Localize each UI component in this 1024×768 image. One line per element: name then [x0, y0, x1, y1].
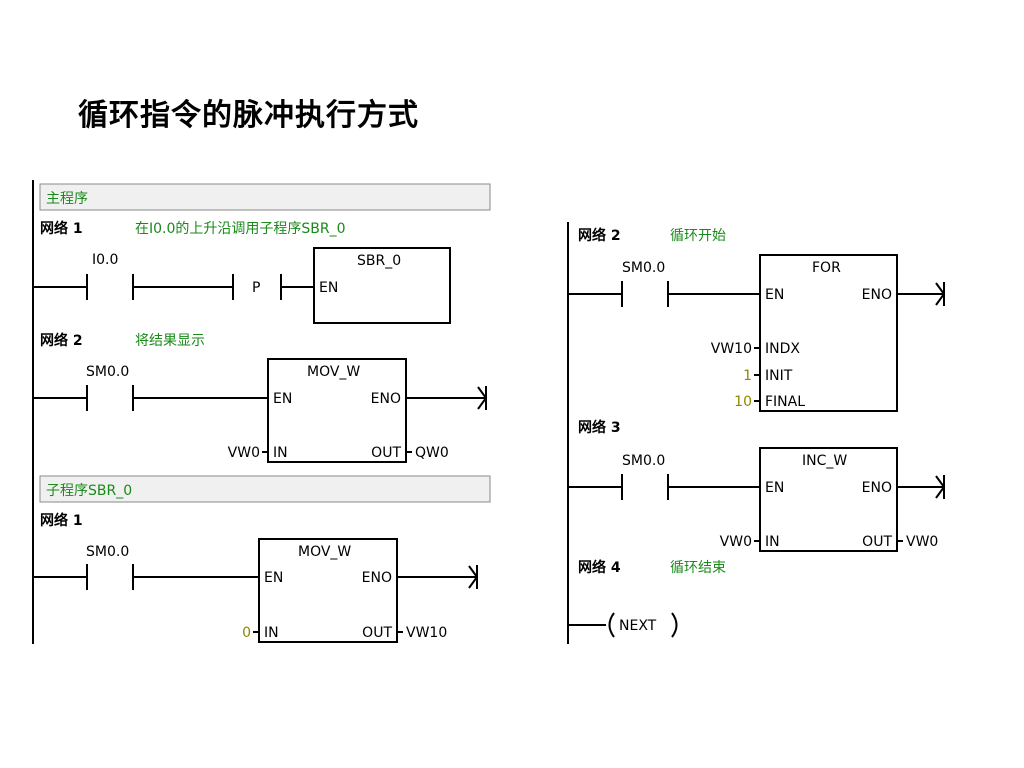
inc-w-in-value: VW0 — [720, 534, 752, 550]
main-network1-label: 网络 1 — [40, 220, 83, 237]
sub-mov-w-box[interactable] — [258, 538, 398, 643]
right-network3-rung — [568, 474, 946, 542]
for-init-value: 1 — [743, 368, 752, 384]
sbr0-en-label: EN — [319, 280, 338, 296]
sub-network1-contact-label: SM0.0 — [86, 544, 129, 560]
for-init: INIT — [765, 368, 793, 384]
main-network1-contact-label: I0.0 — [92, 252, 118, 268]
right-network4-label: 网络 4 — [578, 559, 621, 576]
sub-network1-label: 网络 1 — [40, 512, 83, 529]
for-en: EN — [765, 287, 784, 303]
main-network2-rung — [33, 385, 488, 453]
sub-mov-w-out: OUT — [362, 625, 392, 641]
sbr0-call-box[interactable] — [313, 247, 451, 324]
sub-mov-w-eno: ENO — [362, 570, 392, 586]
main-mov-w-out-value: QW0 — [415, 445, 449, 461]
sub-mov-w-in-value: 0 — [242, 625, 251, 641]
main-network1-rung — [33, 274, 314, 300]
main-network1-edge-label: P — [252, 280, 260, 296]
inc-w-out-value: VW0 — [906, 534, 938, 550]
inc-w-out: OUT — [862, 534, 892, 550]
sub-mov-w-out-value: VW10 — [406, 625, 447, 641]
next-coil-label: NEXT — [619, 618, 657, 634]
right-network4-comment: 循环结束 — [670, 560, 726, 576]
main-network1-comment: 在I0.0的上升沿调用子程序SBR_0 — [135, 221, 346, 237]
for-box-title: FOR — [812, 260, 841, 276]
main-mov-w-box[interactable] — [267, 358, 407, 463]
right-network2-contact-label: SM0.0 — [622, 260, 665, 276]
sbr0-box-title: SBR_0 — [357, 253, 401, 269]
main-mov-w-en: EN — [273, 391, 292, 407]
subroutine-header: 子程序SBR_0 — [46, 483, 132, 499]
main-network2-contact-label: SM0.0 — [86, 364, 129, 380]
inc-w-eno: ENO — [862, 480, 892, 496]
right-network3-contact-label: SM0.0 — [622, 453, 665, 469]
sub-mov-w-title: MOV_W — [298, 544, 351, 560]
slide-title: 循环指令的脉冲执行方式 — [78, 98, 419, 133]
for-eno: ENO — [862, 287, 892, 303]
inc-w-title: INC_W — [802, 453, 847, 469]
for-indx: INDX — [765, 341, 800, 357]
main-program-header: 主程序 — [46, 191, 88, 207]
main-mov-w-title: MOV_W — [307, 364, 360, 380]
right-network3-label: 网络 3 — [578, 419, 621, 436]
right-network2-comment: 循环开始 — [670, 228, 726, 244]
main-mov-w-out: OUT — [371, 445, 401, 461]
main-mov-w-in: IN — [273, 445, 288, 461]
sub-mov-w-in: IN — [264, 625, 279, 641]
sub-mov-w-en: EN — [264, 570, 283, 586]
sub-network1-rung — [33, 564, 479, 633]
main-mov-w-in-value: VW0 — [228, 445, 260, 461]
for-final-value: 10 — [734, 394, 752, 410]
main-network2-label: 网络 2 — [40, 332, 83, 349]
for-final: FINAL — [765, 394, 805, 410]
main-network2-comment: 将结果显示 — [135, 333, 205, 349]
for-box[interactable] — [759, 254, 898, 412]
right-panel: 网络 2 循环开始 SM0.0 FOR EN ENO INDX INIT FIN… — [567, 222, 946, 644]
for-indx-value: VW10 — [711, 341, 752, 357]
inc-w-en: EN — [765, 480, 784, 496]
subroutine-header-bar — [39, 475, 491, 503]
inc-w-in: IN — [765, 534, 780, 550]
main-program-header-bar — [39, 183, 491, 211]
right-network2-label: 网络 2 — [578, 227, 621, 244]
main-mov-w-eno: ENO — [371, 391, 401, 407]
next-coil[interactable] — [568, 612, 678, 638]
left-panel: 主程序 网络 1 在I0.0的上升沿调用子程序SBR_0 I0.0 P SBR_… — [32, 180, 491, 644]
right-network2-rung — [568, 281, 946, 402]
inc-w-box[interactable] — [759, 447, 898, 552]
